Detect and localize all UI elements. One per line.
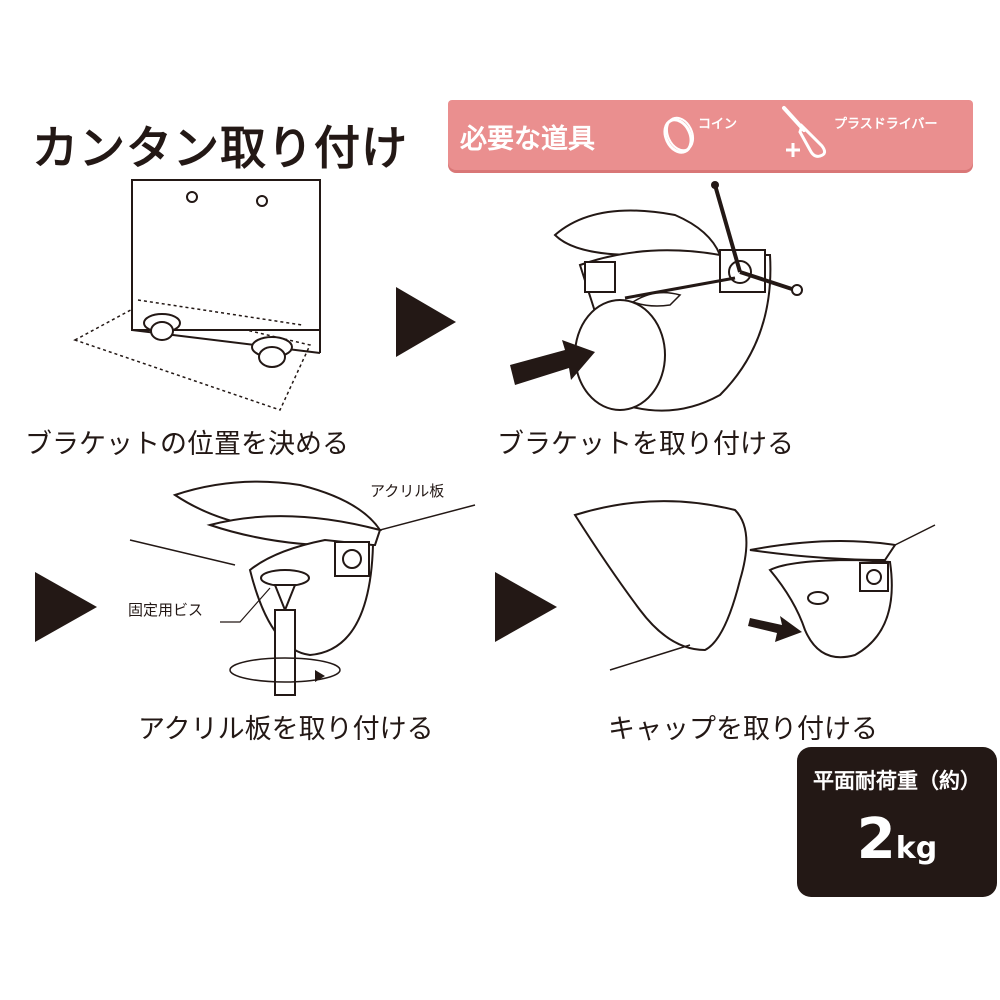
screwdriver-icon	[782, 106, 827, 158]
load-value-unit: kg	[895, 831, 938, 866]
load-capacity-value: 2kg	[797, 807, 997, 872]
coin-icon	[663, 116, 695, 154]
page-title: カンタン取り付け	[32, 121, 408, 175]
step-arrow-icon	[35, 572, 97, 642]
step3-caption: アクリル板を取り付ける	[138, 714, 434, 745]
tools-label: 必要な道具	[460, 124, 595, 155]
step2-illustration	[510, 181, 803, 412]
load-value-number: 2	[856, 807, 896, 872]
coin-label: コイン	[698, 117, 738, 132]
step1-illustration	[73, 179, 321, 411]
load-capacity-label: 平面耐荷重（約）	[813, 769, 981, 793]
tools-banner	[448, 100, 973, 170]
step-arrow-icon	[495, 572, 557, 642]
screwdriver-label: プラスドライバー	[834, 117, 938, 132]
step4-illustration	[573, 500, 936, 671]
step-arrow-icon	[396, 287, 456, 357]
step4-caption: キャップを取り付ける	[608, 714, 878, 745]
step2-caption: ブラケットを取り付ける	[497, 429, 794, 460]
fixing-screw-label: 固定用ビス	[128, 601, 204, 619]
load-capacity-badge: 平面耐荷重（約） 2kg	[797, 747, 997, 897]
step3-illustration	[129, 480, 476, 696]
acrylic-panel-label: アクリル板	[370, 482, 445, 500]
step1-caption: ブラケットの位置を決める	[25, 429, 349, 460]
